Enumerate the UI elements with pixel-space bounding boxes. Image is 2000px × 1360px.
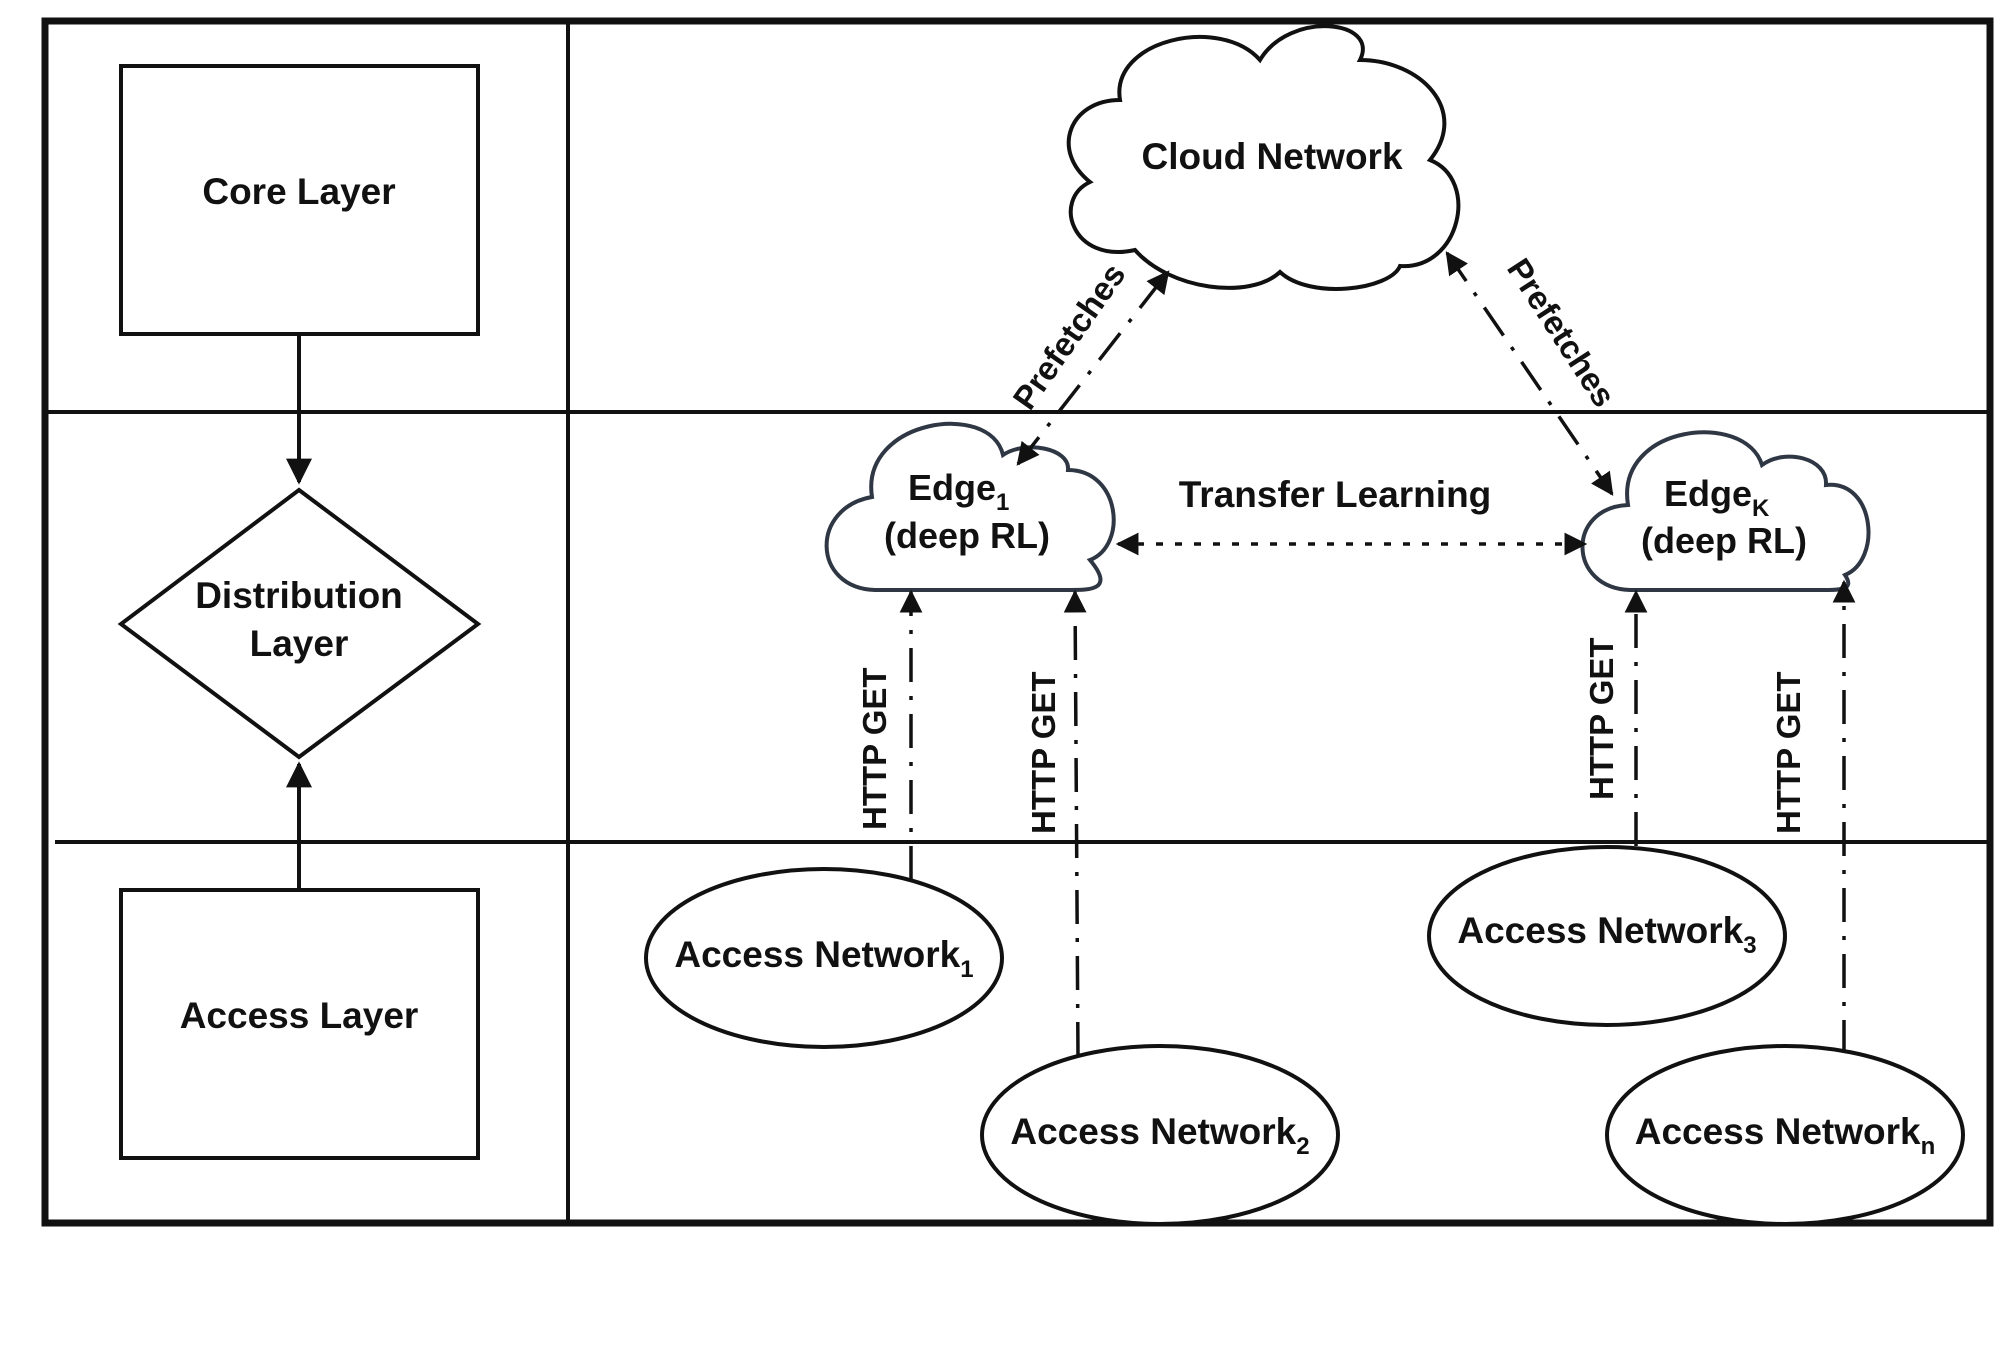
core-layer-box: [119, 64, 480, 336]
access-network-3-sub: 3: [1743, 932, 1756, 959]
access-network-3: [1427, 845, 1787, 1027]
edge-1-line2: (deep RL): [884, 515, 1050, 556]
http-get-label-2: HTTP GET: [1025, 671, 1062, 834]
edge-k-label-base: Edge: [1664, 473, 1752, 514]
access-network-1-label: Access Network1: [674, 934, 973, 983]
access-network-1-base: Access Network: [674, 934, 960, 975]
distribution-layer-label-line1: Distribution: [195, 575, 403, 616]
access-network-2-base: Access Network: [1010, 1111, 1296, 1152]
access-network-2-label: Access Network2: [1010, 1111, 1309, 1160]
access-network-2-sub: 2: [1296, 1133, 1309, 1160]
access-network-3-label: Access Network3: [1457, 910, 1756, 959]
access-layer-box: [119, 888, 480, 1160]
http-get-label-3: HTTP GET: [1583, 637, 1620, 800]
access-network-n-label: Access Networkn: [1635, 1111, 1936, 1160]
prefetch-link-right: [1445, 251, 1614, 496]
edge-1-label-base: Edge: [908, 467, 996, 508]
edge-k-cloud-shape: [1580, 430, 1871, 592]
distribution-layer-diamond: [117, 487, 482, 760]
transfer-learning-label: Transfer Learning: [1179, 474, 1492, 515]
distribution-layer-label-line2: Layer: [250, 623, 349, 664]
http-get-link-2: [1063, 589, 1087, 1057]
core-layer-label: Core Layer: [202, 171, 395, 212]
cloud-network-label: Cloud Network: [1141, 136, 1402, 177]
access-layer-label: Access Layer: [180, 995, 419, 1036]
access-network-3-base: Access Network: [1457, 910, 1743, 951]
prefetch-label-right: Prefetches: [1500, 252, 1623, 414]
access-network-1-sub: 1: [960, 956, 973, 983]
prefetch-label-left: Prefetches: [1005, 257, 1132, 416]
edge-k-label-sub: K: [1752, 495, 1770, 522]
http-get-label-1: HTTP GET: [856, 667, 893, 830]
access-network-n-base: Access Network: [1635, 1111, 1921, 1152]
outer-frame: [41, 17, 1994, 1227]
access-network-2: [980, 1044, 1340, 1226]
prefetch-link-left: [1016, 270, 1170, 466]
edge-k-line2: (deep RL): [1641, 520, 1807, 561]
access-network-n: [1605, 1044, 1965, 1226]
edge-1-label-sub: 1: [996, 489, 1009, 516]
edge-1-label: Edge1: [908, 467, 1009, 516]
cloud-network-shape: [1066, 24, 1461, 291]
http-get-label-4: HTTP GET: [1770, 671, 1807, 834]
access-network-n-sub: n: [1921, 1133, 1936, 1160]
access-network-1: [644, 867, 1004, 1049]
edge-k-label: EdgeK: [1664, 473, 1770, 522]
